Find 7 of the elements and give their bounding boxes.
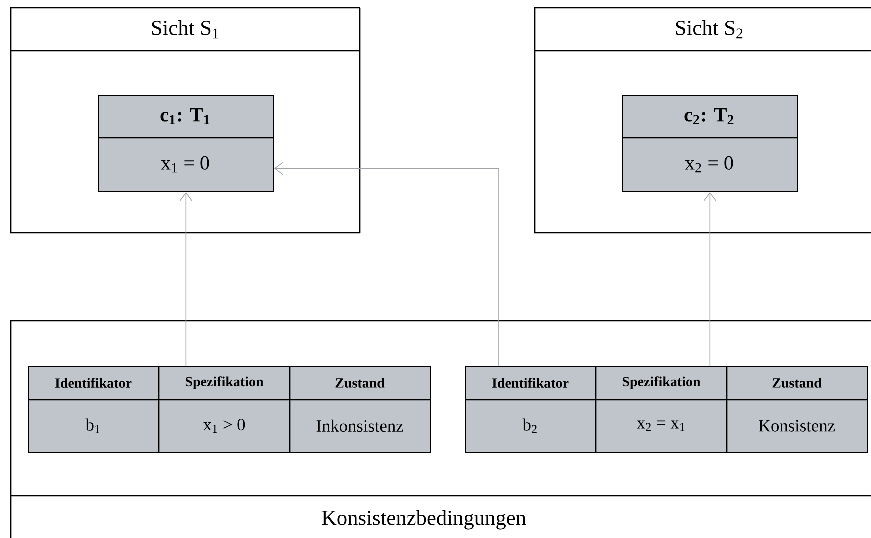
arrow xyxy=(180,192,193,366)
object-box: c$_{2}$: T$_{2}$ x$_{2}$ = 0 xyxy=(622,95,798,192)
constraint-table: Identifikator Spezifikation Zustand b$_{2}$ x$_{2}$ = x$_{1}$ Konsistenz xyxy=(465,366,868,454)
constraint-table: Identifikator Spezifikation Zustand b$_{1}$ x$_{1}$ > 0 Inkonsistenz xyxy=(28,366,432,454)
arrow xyxy=(704,192,717,366)
object-box: c$_{1}$: T$_{1}$ x$_{1}$ = 0 xyxy=(98,95,274,192)
arrow xyxy=(274,162,500,366)
